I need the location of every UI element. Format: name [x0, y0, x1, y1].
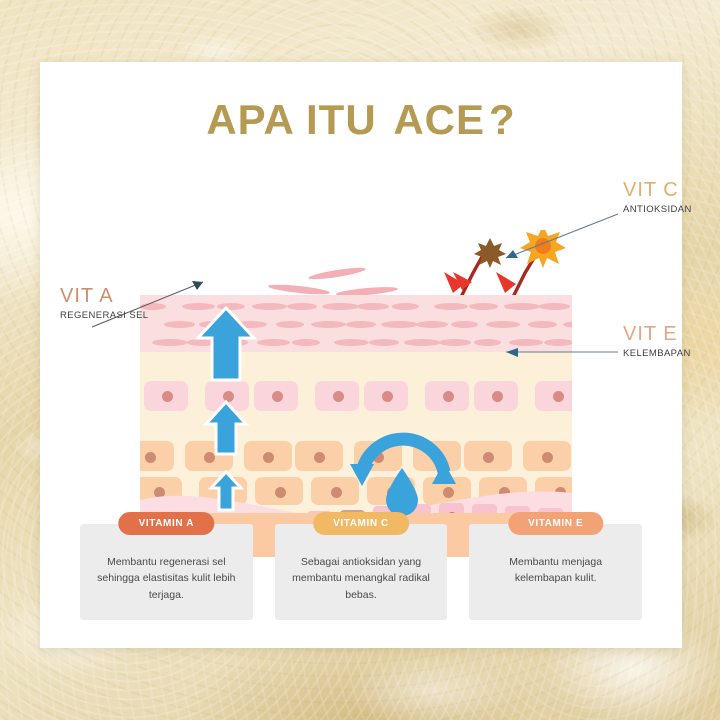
cell-nucleus — [382, 391, 393, 402]
title-part1: APA ITU — [206, 96, 390, 143]
vitamin-description: Membantu menjaga kelembapan kulit. — [509, 556, 603, 585]
cell-nucleus — [223, 391, 234, 402]
title-highlight: ACE — [389, 96, 489, 143]
corneum-flake — [252, 303, 287, 310]
cell-nucleus — [162, 391, 173, 402]
cell-nucleus — [333, 391, 344, 402]
corneum-flake — [257, 339, 290, 346]
vitamin-card[interactable]: VITAMIN A Membantu regenerasi sel sehingg… — [80, 512, 253, 620]
corneum-flake — [434, 303, 468, 310]
corneum-flake — [474, 339, 501, 346]
cell-nucleus — [154, 487, 165, 498]
cell-nucleus — [272, 391, 283, 402]
corneum-flake — [509, 339, 543, 346]
label-vit-a-sub: REGENERASI SEL — [60, 310, 149, 321]
corneum-flake — [486, 321, 520, 328]
vitamin-badge: VITAMIN E — [508, 512, 604, 535]
label-vit-c-title: VIT C — [623, 179, 679, 201]
corneum-flake — [392, 303, 419, 310]
corneum-flake — [544, 339, 572, 346]
corneum-flake — [451, 321, 478, 328]
cell-nucleus — [492, 391, 503, 402]
skin-cross-section-diagram — [140, 230, 572, 557]
corneum-flake — [357, 303, 389, 310]
corneum-flake — [563, 321, 572, 328]
vitamin-card[interactable]: VITAMIN C Sebagai antioksidan yang memban… — [274, 512, 448, 620]
vitamin-badge: VITAMIN C — [313, 512, 409, 535]
label-vit-e-sub: KELEMBAPAN — [623, 348, 691, 359]
deflect-arrow-head-1 — [444, 272, 464, 293]
corneum-flake — [311, 321, 346, 328]
corneum-flake — [369, 339, 399, 346]
corneum-flake — [152, 339, 188, 346]
cell-nucleus — [204, 452, 215, 463]
cell-nucleus — [499, 487, 510, 498]
cell-nucleus — [314, 452, 325, 463]
corneum-flake — [416, 321, 448, 328]
free-radical-burst-icon — [474, 238, 506, 268]
corneum-flake — [322, 303, 359, 310]
white-content-card: APA ITU ACE? — [40, 62, 691, 648]
label-vit-e: VIT E KELEMBAPAN — [623, 324, 691, 359]
corneum-flake — [439, 339, 471, 346]
corneum-flake — [334, 339, 369, 346]
title-part2: ? — [489, 96, 516, 143]
deflect-arrow-icon-2 — [496, 272, 516, 293]
sun-burst-icon — [520, 230, 566, 268]
corneum-flake — [539, 303, 570, 310]
label-vit-a: VIT A REGENERASI SEL — [60, 286, 149, 321]
corneum-flake — [504, 303, 540, 310]
cell-nucleus — [331, 487, 342, 498]
vitamin-card-row: VITAMIN A Membantu regenerasi sel sehingg… — [80, 512, 643, 620]
corneum-flake — [404, 339, 441, 346]
cell-nucleus — [145, 452, 156, 463]
cell-nucleus — [263, 452, 274, 463]
corneum-flake — [346, 321, 376, 328]
cell-nucleus — [443, 487, 454, 498]
page-title: APA ITU ACE? — [40, 96, 682, 144]
label-vit-e-title: VIT E — [623, 323, 678, 345]
cell-nucleus — [443, 391, 454, 402]
cell-nucleus — [275, 487, 286, 498]
label-vit-a-title: VIT A — [60, 285, 114, 307]
cell-nucleus — [542, 452, 553, 463]
label-vit-c-sub: ANTIOKSIDAN — [623, 204, 692, 215]
deflect-arrow-icon-1 — [453, 272, 472, 290]
cell-nucleus — [483, 452, 494, 463]
vitamin-card[interactable]: VITAMIN E Membantu menjaga kelembapan kul… — [469, 512, 643, 620]
cell-nucleus — [553, 391, 564, 402]
corneum-flake — [292, 339, 320, 346]
vitamin-description: Membantu regenerasi sel sehingga elastis… — [97, 556, 236, 601]
label-vit-c: VIT C ANTIOKSIDAN — [623, 180, 692, 215]
corneum-flake — [276, 321, 304, 328]
vitamin-badge: VITAMIN A — [118, 512, 215, 535]
vitamin-description: Sebagai antioksidan yang membantu menang… — [292, 556, 430, 601]
corneum-flake — [528, 321, 557, 328]
corneum-flake — [381, 321, 418, 328]
corneum-flake — [287, 303, 317, 310]
corneum-flake — [469, 303, 498, 310]
